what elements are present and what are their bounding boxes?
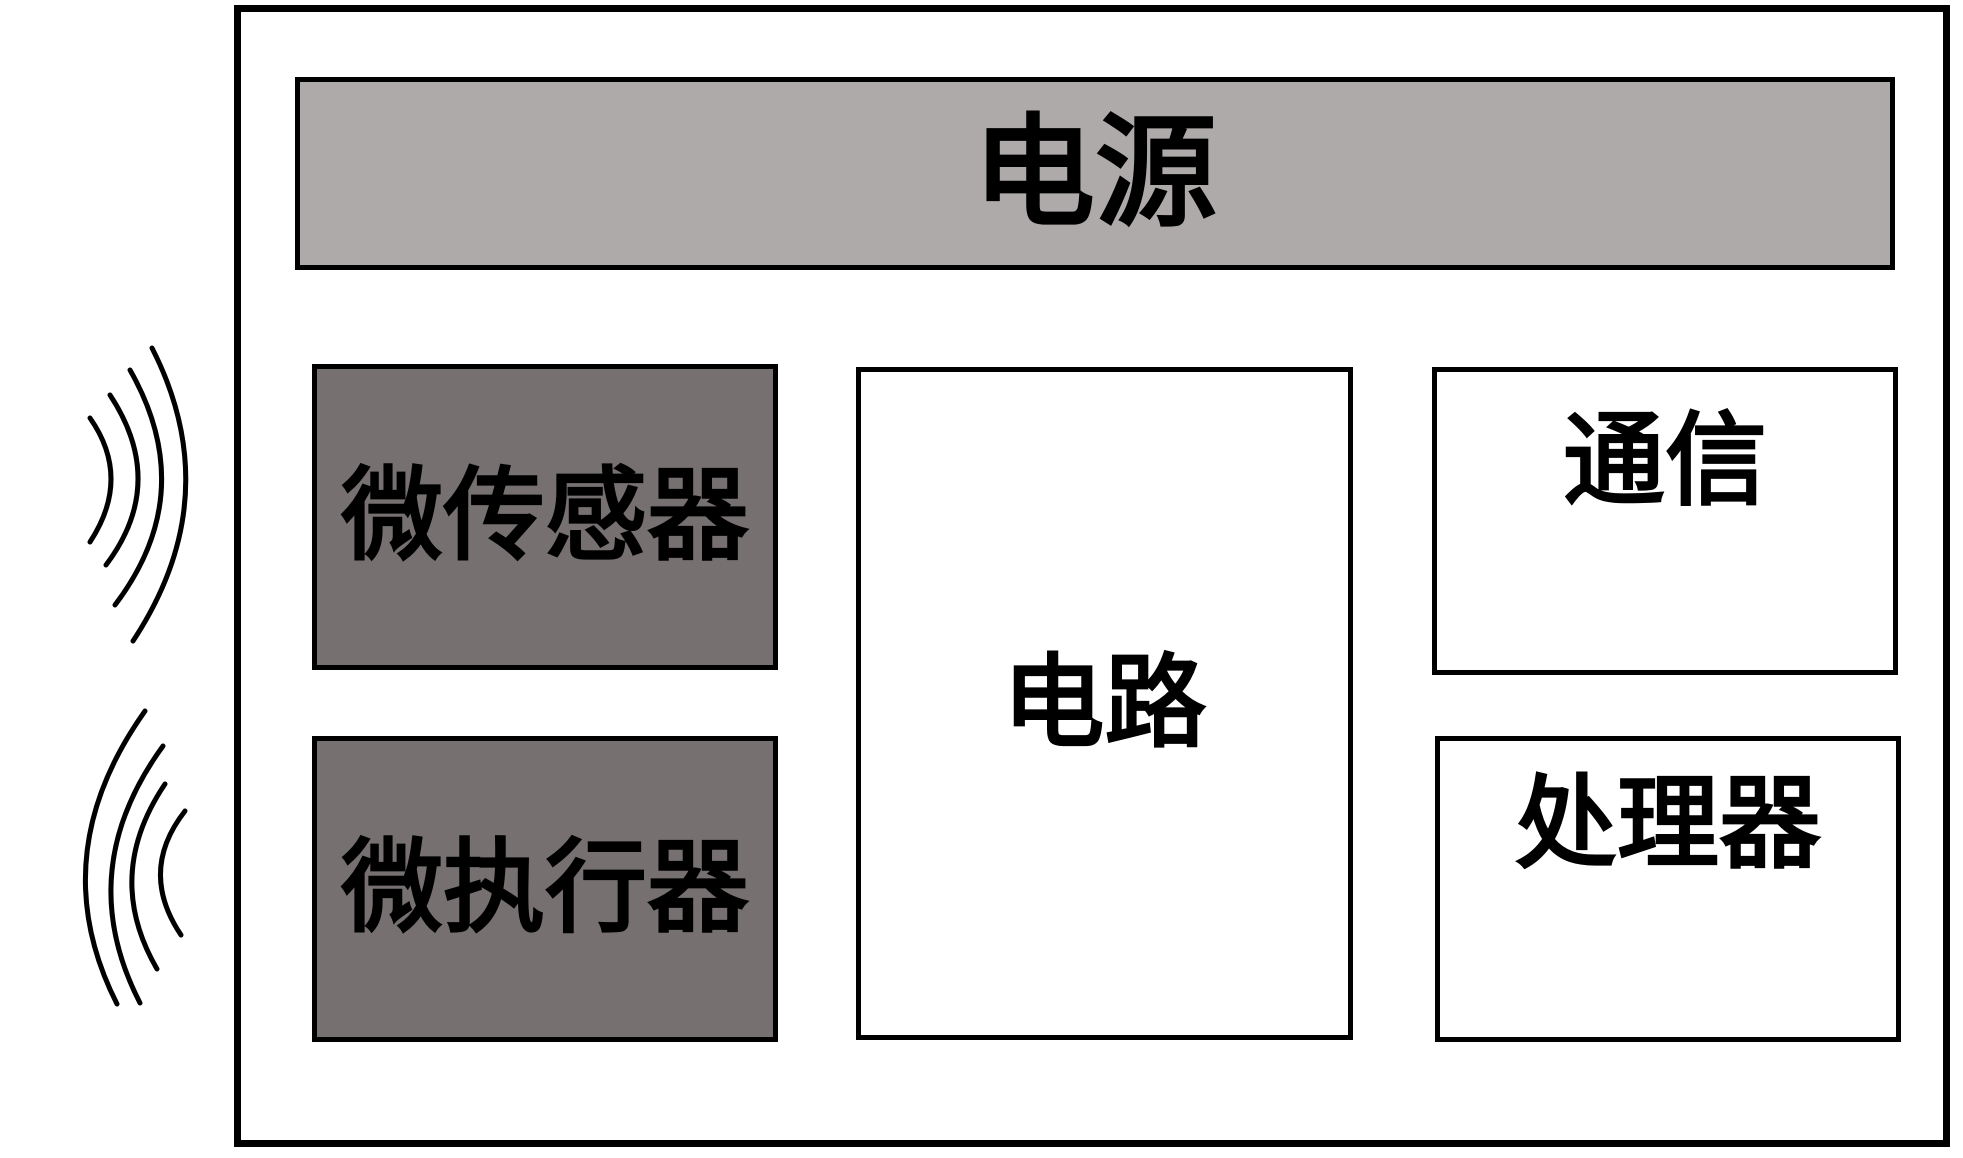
sensor-wave-arc-2 [103, 392, 141, 568]
processor-block: 处理器 [1435, 736, 1901, 1042]
actuator-signal-waves-icon [82, 708, 188, 1007]
power-label: 电源 [973, 102, 1217, 245]
communication-block: 通信 [1432, 367, 1898, 675]
actuator-wave-arc-1 [158, 808, 188, 938]
micro-sensor-block: 微传感器 [312, 364, 778, 670]
sensor-signal-waves-icon [87, 345, 189, 644]
power-block: 电源 [295, 77, 1895, 270]
micro-actuator-label: 微执行器 [341, 829, 749, 949]
circuit-label: 电路 [1002, 643, 1207, 763]
actuator-wave-arc-3 [108, 743, 166, 1006]
micro-actuator-block: 微执行器 [312, 736, 778, 1042]
sensor-wave-arc-4 [130, 345, 189, 644]
sensor-wave-arc-1 [87, 415, 114, 545]
actuator-wave-arc-2 [129, 781, 168, 972]
communication-label: 通信 [1563, 402, 1767, 521]
sensor-wave-arc-3 [112, 367, 165, 608]
processor-label: 处理器 [1515, 765, 1821, 884]
actuator-wave-arc-4 [82, 708, 148, 1007]
micro-sensor-label: 微传感器 [341, 457, 749, 577]
circuit-block: 电路 [856, 367, 1353, 1040]
